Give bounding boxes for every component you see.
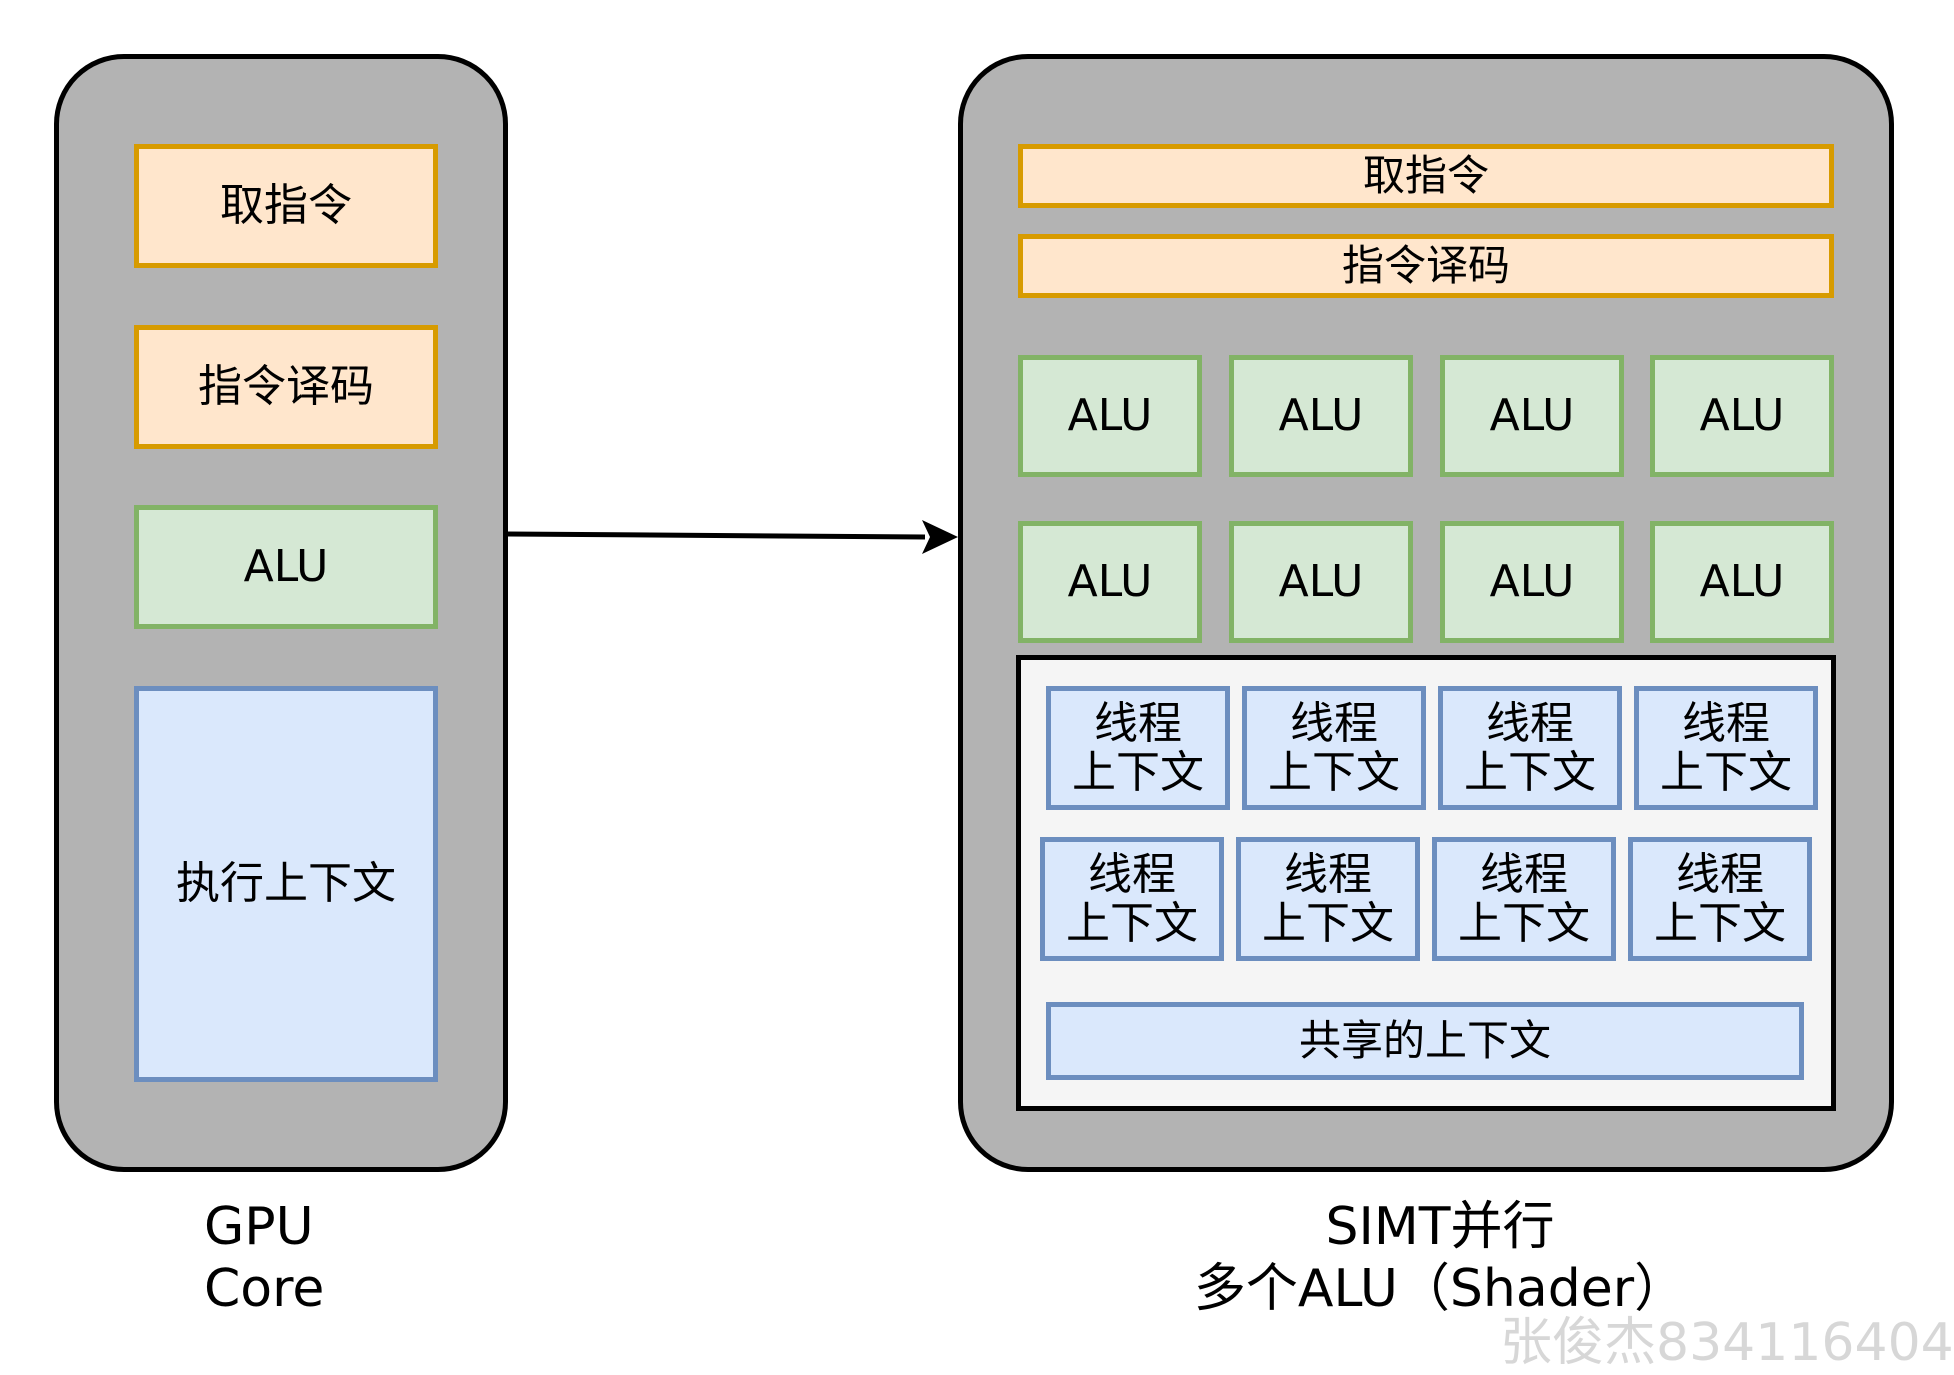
thread-context-sublabel: 上下文 [1066, 898, 1198, 949]
left-decode-block: 指令译码 [134, 325, 438, 449]
alu-8: ALU [1650, 521, 1834, 643]
thread-context-6: 线程 上下文 [1236, 837, 1420, 961]
right-caption-line-2: 多个ALU（Shader） [1193, 1259, 1687, 1320]
thread-context-sublabel: 上下文 [1654, 898, 1786, 949]
left-fetch-block: 取指令 [134, 144, 438, 268]
left-caption-line-1: GPU [204, 1197, 314, 1257]
thread-context-5: 线程 上下文 [1040, 837, 1224, 961]
thread-context-label: 线程 [1088, 848, 1176, 900]
thread-context-1: 线程 上下文 [1046, 686, 1230, 810]
right-decode-block: 指令译码 [1018, 234, 1834, 298]
left-caption-line-2: Core [204, 1259, 325, 1320]
thread-context-2: 线程 上下文 [1242, 686, 1426, 810]
thread-context-8: 线程 上下文 [1628, 837, 1812, 961]
alu-7: ALU [1440, 521, 1624, 643]
thread-context-label: 线程 [1486, 697, 1574, 749]
right-caption: SIMT并行 多个ALU（Shader） [1100, 1196, 1780, 1321]
thread-context-7: 线程 上下文 [1432, 837, 1616, 961]
thread-context-sublabel: 上下文 [1072, 747, 1204, 798]
alu-5: ALU [1018, 521, 1202, 643]
thread-context-label: 线程 [1480, 848, 1568, 900]
thread-context-label: 线程 [1290, 697, 1378, 749]
left-exec-context-block: 执行上下文 [134, 686, 438, 1082]
watermark-text: 张俊杰834116404 [1500, 1313, 1954, 1373]
arrow-line [507, 531, 926, 540]
shared-context-block: 共享的上下文 [1046, 1002, 1804, 1080]
thread-context-sublabel: 上下文 [1268, 747, 1400, 798]
thread-context-label: 线程 [1682, 697, 1770, 749]
alu-4: ALU [1650, 355, 1834, 477]
thread-context-label: 线程 [1094, 697, 1182, 749]
alu-2: ALU [1229, 355, 1413, 477]
left-alu-block: ALU [134, 505, 438, 629]
alu-1: ALU [1018, 355, 1202, 477]
arrow-head [922, 520, 958, 554]
thread-context-sublabel: 上下文 [1458, 898, 1590, 949]
alu-3: ALU [1440, 355, 1624, 477]
right-fetch-block: 取指令 [1018, 144, 1834, 208]
thread-context-sublabel: 上下文 [1660, 747, 1792, 798]
alu-6: ALU [1229, 521, 1413, 643]
thread-context-3: 线程 上下文 [1438, 686, 1622, 810]
thread-context-label: 线程 [1676, 848, 1764, 900]
thread-context-label: 线程 [1284, 848, 1372, 900]
left-caption: GPU Core [204, 1196, 404, 1321]
right-caption-line-1: SIMT并行 [1325, 1197, 1555, 1257]
thread-context-sublabel: 上下文 [1262, 898, 1394, 949]
thread-context-4: 线程 上下文 [1634, 686, 1818, 810]
thread-context-sublabel: 上下文 [1464, 747, 1596, 798]
